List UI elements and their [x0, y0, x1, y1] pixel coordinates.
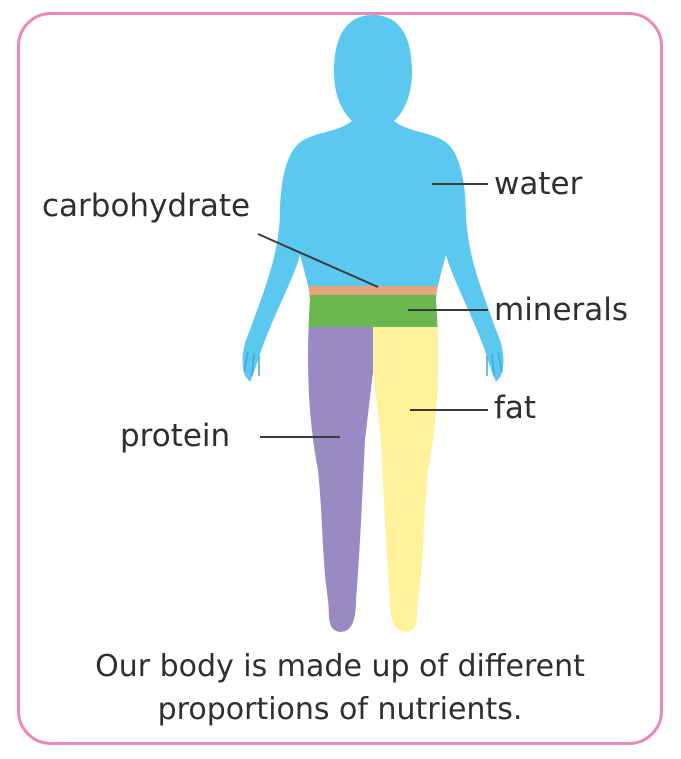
carbohydrate-label: carbohydrate	[42, 188, 250, 224]
minerals-label: minerals	[494, 292, 628, 328]
region-fat	[373, 327, 456, 647]
caption-line-1: Our body is made up of different	[17, 645, 663, 688]
region-water	[230, 0, 520, 286]
region-protein	[290, 327, 373, 647]
region-carbohydrate	[306, 286, 440, 295]
fat-label: fat	[494, 390, 536, 426]
caption-line-2: proportions of nutrients.	[17, 688, 663, 731]
protein-label: protein	[120, 418, 230, 454]
caption: Our body is made up of different proport…	[17, 645, 663, 731]
region-water-arms	[230, 286, 310, 406]
water-label: water	[494, 166, 583, 202]
